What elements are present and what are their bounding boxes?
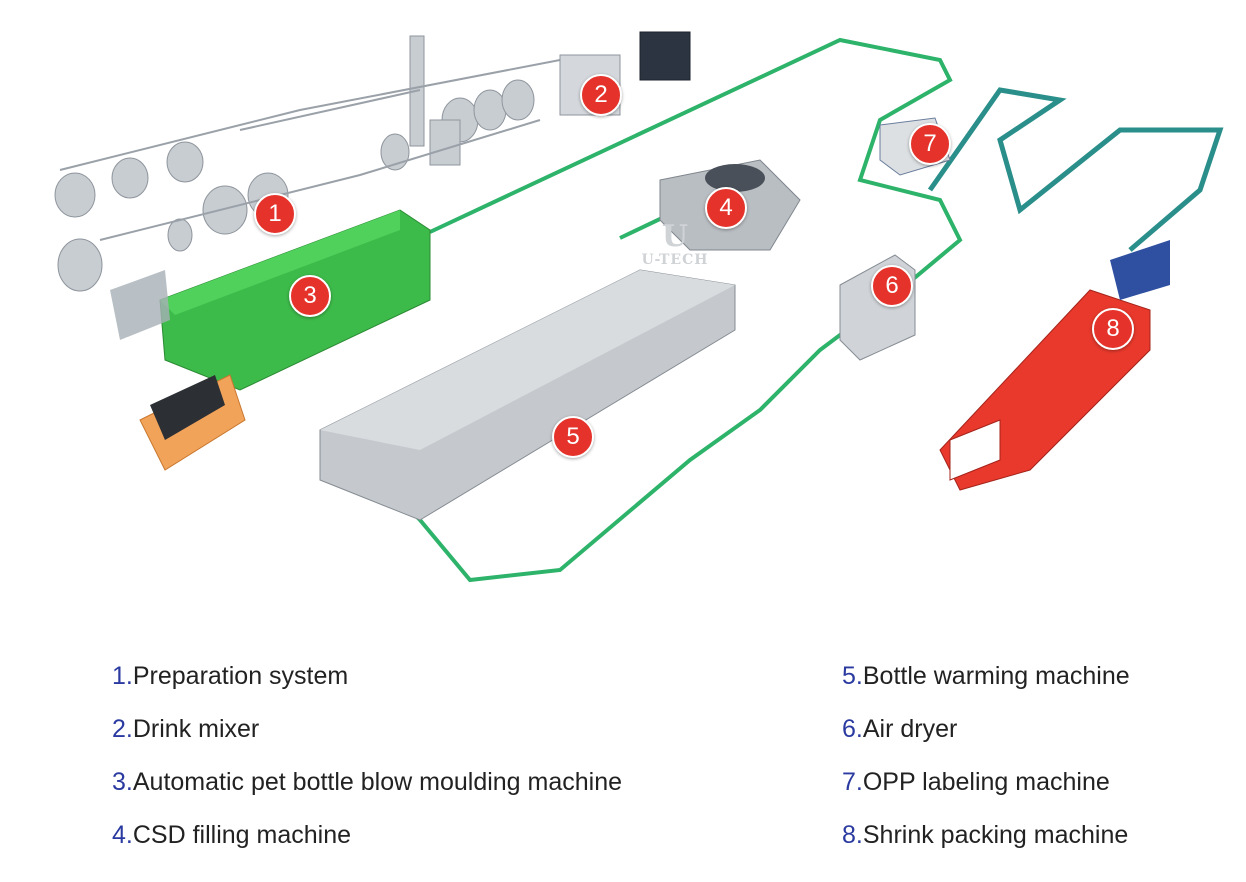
marker-4: 4 [705,187,747,229]
marker-6: 6 [871,265,913,307]
production-line-drawing [54,31,1224,583]
legend-number: 6. [842,715,863,743]
marker-5: 5 [552,416,594,458]
legend-label: CSD filling machine [132,821,351,849]
legend-item-4: 4.CSD filling machine [112,821,351,850]
legend-item-2: 2.Drink mixer [112,715,259,744]
production-line-illustration: 1 2 3 4 5 6 7 8 U U-TECH [54,31,1224,583]
watermark-logo: U [661,219,689,254]
legend-label: Preparation system [132,662,349,690]
legend-item-1: 1.Preparation system [112,662,348,691]
conveyor-track [398,37,963,583]
legend-item-3: 3.Automatic pet bottle blow moulding mac… [112,768,622,797]
legend-label: OPP labeling machine [862,768,1110,796]
legend-label: Automatic pet bottle blow moulding machi… [132,768,623,796]
utech-watermark: U U-TECH [640,219,710,269]
legend-number: 5. [842,662,863,690]
watermark-text: U-TECH [641,252,709,268]
legend-item-7: 7.OPP labeling machine [842,768,1110,797]
legend-label: Shrink packing machine [862,821,1129,849]
marker-8: 8 [1092,308,1134,350]
legend-item-5: 5.Bottle warming machine [842,662,1130,691]
marker-3: 3 [289,275,331,317]
legend-number: 7. [842,768,863,796]
marker-7: 7 [909,123,951,165]
legend-label: Drink mixer [132,715,260,743]
legend-label: Air dryer [862,715,958,743]
marker-1: 1 [254,193,296,235]
legend-number: 2. [112,715,133,743]
legend-item-6: 6.Air dryer [842,715,957,744]
legend-item-8: 8.Shrink packing machine [842,821,1128,850]
legend-number: 4. [112,821,133,849]
legend-number: 1. [112,662,133,690]
legend-label: Bottle warming machine [862,662,1130,690]
legend-number: 3. [112,768,133,796]
legend-number: 8. [842,821,863,849]
preparation-tanks [54,35,535,292]
marker-2: 2 [580,74,622,116]
conveyor-track-right [927,87,1224,252]
